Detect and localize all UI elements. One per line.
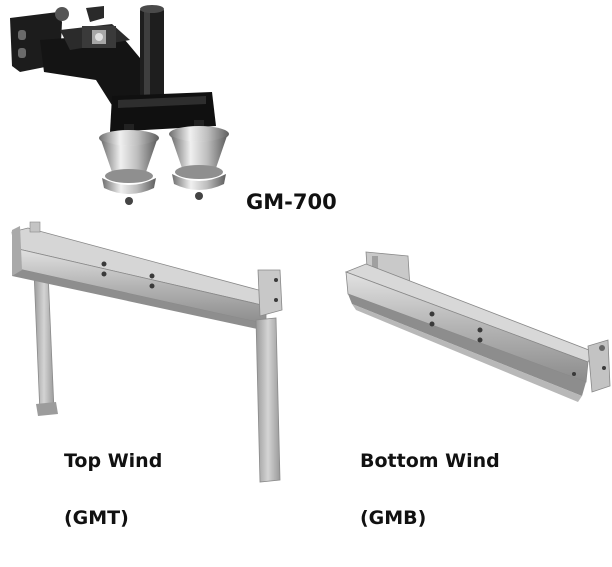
bottom-wind-code: (GMB) <box>360 507 427 529</box>
top-wind-code: (GMT) <box>64 507 129 529</box>
top-wind-name: Top Wind <box>64 450 163 472</box>
gm-700-name: GM-700 <box>246 190 337 214</box>
gm-700-label: GM-700 <box>246 137 337 267</box>
guide-roller-assembly-icon <box>10 5 229 205</box>
bottom-wind-label: Bottom Wind (GMB) <box>360 414 500 566</box>
product-catalog-figure: GM-700 Top Wind (GMT) Bottom Wind (GMB) <box>10 5 611 528</box>
bottom-wind-name: Bottom Wind <box>360 450 500 472</box>
product-illustrations <box>10 5 611 483</box>
bottom-wind-bracket-icon <box>344 251 611 402</box>
top-wind-bracket-icon <box>11 221 283 483</box>
top-wind-label: Top Wind (GMT) <box>64 414 162 566</box>
